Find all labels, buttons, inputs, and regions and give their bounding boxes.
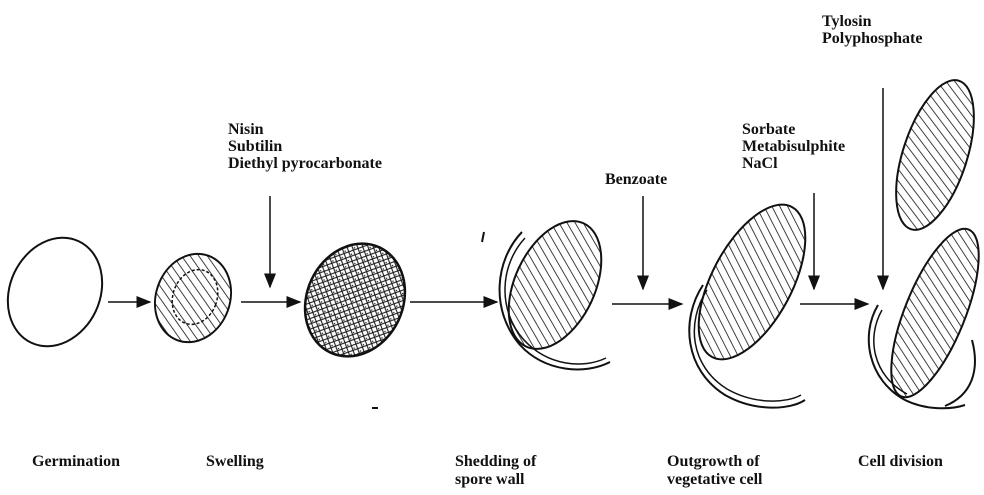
stage-label: Swelling — [206, 453, 306, 471]
germinating-spore — [143, 243, 243, 353]
spore-outline — [0, 222, 119, 362]
inhibitor-label: NaCl — [742, 155, 845, 172]
inhibitor-label-group: Benzoate — [605, 171, 667, 188]
stage-label-line: Swelling — [206, 453, 306, 471]
stage-label: Germination — [32, 453, 162, 471]
outgrowth-cell — [677, 188, 827, 407]
dividing-cells — [869, 71, 984, 408]
inhibitor-label-group: Sorbate Metabisulphite NaCl — [742, 121, 845, 172]
inhibitor-label: Polyphosphate — [822, 30, 922, 47]
stage-label-line: vegetative cell — [667, 471, 817, 489]
inhibitor-label-group: Nisin Subtilin Diethyl pyrocarbonate — [228, 121, 382, 172]
stage-label-line: spore wall — [455, 471, 585, 489]
stage-label-line: Shedding of — [455, 453, 585, 471]
stray-mark — [482, 232, 484, 242]
swollen-spore — [287, 227, 423, 373]
inhibitor-label: Nisin — [228, 121, 382, 138]
inhibitor-label: Metabisulphite — [742, 138, 845, 155]
stage-label: Shedding of spore wall — [455, 453, 585, 489]
stage-label-line: Cell division — [858, 453, 982, 471]
inhibitor-label: Diethyl pyrocarbonate — [228, 155, 382, 172]
inhibitor-label: Subtilin — [228, 138, 382, 155]
inhibitor-label: Benzoate — [605, 171, 667, 188]
stage-label-line: Outgrowth of — [667, 453, 817, 471]
stage-label-line: Germination — [32, 453, 162, 471]
shedding-cell — [490, 206, 620, 369]
inhibitor-label-group: Tylosin Polyphosphate — [822, 13, 922, 47]
stage-label: Cell division — [858, 453, 982, 471]
inhibitor-label: Tylosin — [822, 13, 922, 30]
stage-label: Outgrowth of vegetative cell — [667, 453, 817, 489]
inhibitor-label: Sorbate — [742, 121, 845, 138]
